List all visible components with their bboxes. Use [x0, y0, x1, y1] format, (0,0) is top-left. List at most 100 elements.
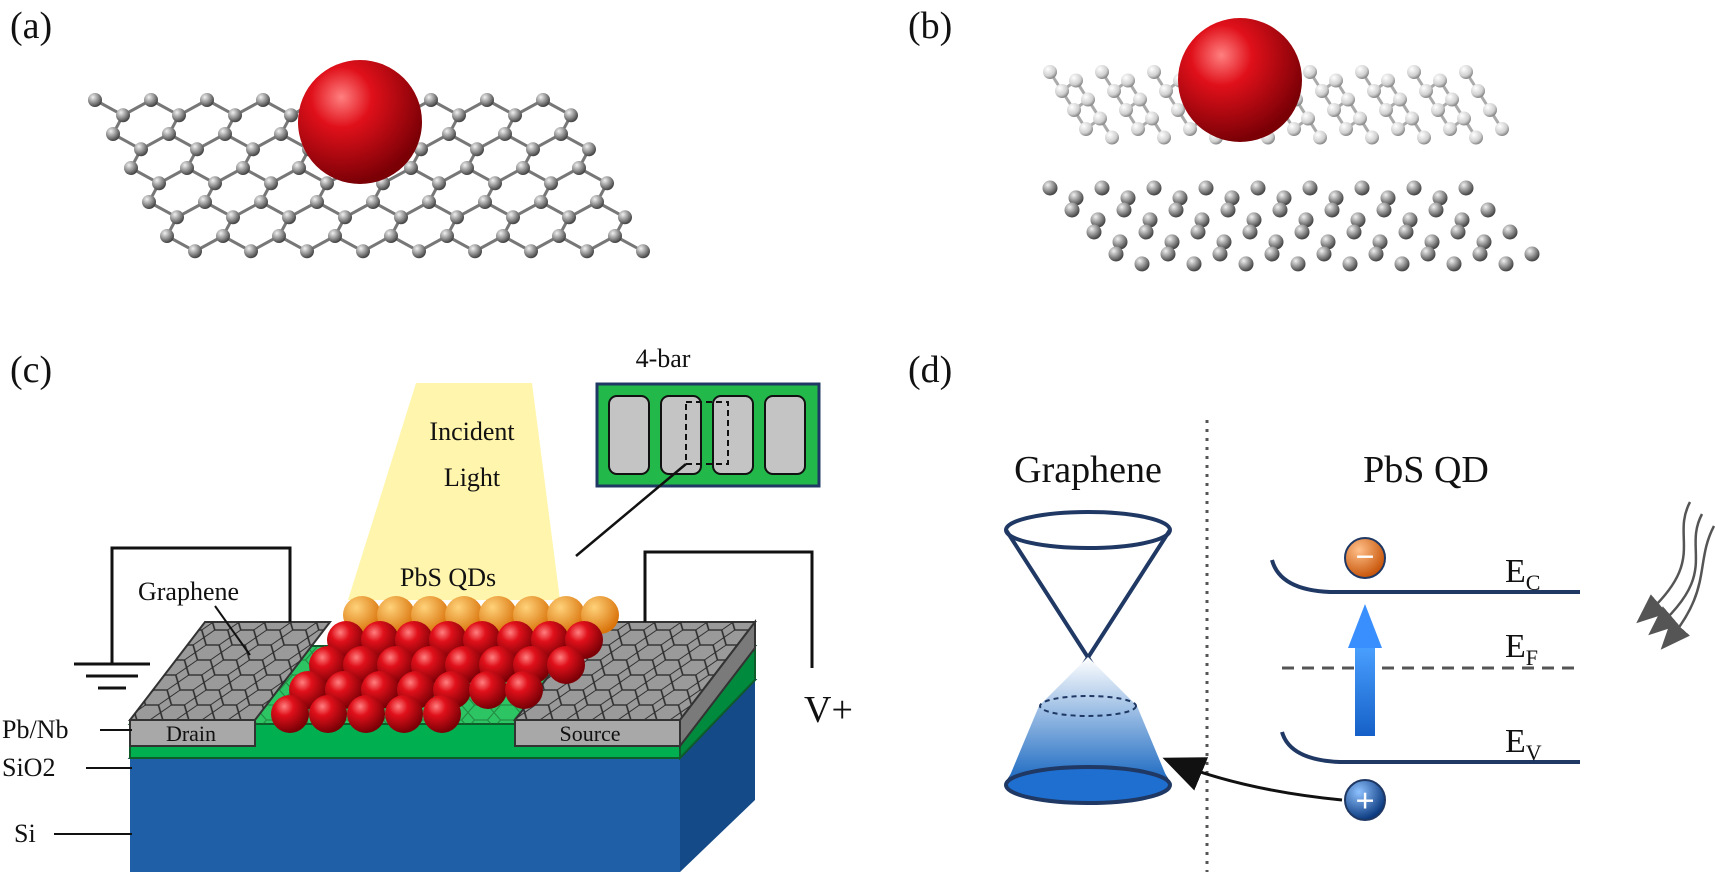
lower-cone-rim: [1004, 765, 1172, 805]
panel-label-b: (b): [908, 5, 952, 47]
carbon-atom: [608, 229, 622, 243]
carbon-atom: [1183, 122, 1197, 136]
graphene-title: Graphene: [1014, 449, 1162, 491]
quantum-dot-sphere-b: [1178, 18, 1302, 142]
inset-bar-1: [608, 395, 650, 475]
carbon-atom: [1120, 190, 1136, 206]
carbon-atom: [1095, 65, 1109, 79]
carbon-atom: [1524, 246, 1540, 262]
voltage-label: V+: [804, 689, 853, 731]
carbon-atom: [1327, 103, 1341, 117]
carbon-atom: [488, 176, 502, 191]
carbon-atom: [478, 195, 492, 209]
carbon-atom: [1353, 111, 1367, 126]
carbon-atom: [1108, 246, 1124, 262]
carbon-atom: [1302, 180, 1318, 196]
carbon-atom: [1112, 234, 1128, 250]
carbon-atom: [218, 127, 232, 141]
carbon-atom: [422, 195, 436, 209]
carbon-atom: [1339, 122, 1353, 136]
graphene-lattice-b-bottom: [1042, 180, 1540, 272]
carbon-atom: [1320, 234, 1336, 250]
fermi-level-ring: [1039, 695, 1137, 717]
carbon-atom: [200, 93, 214, 107]
carbon-atom: [1420, 246, 1436, 262]
carbon-atom: [1459, 65, 1473, 79]
source-label: Source: [559, 721, 620, 746]
carbon-atom: [1145, 111, 1159, 126]
drain-pad-front: [129, 719, 256, 747]
carbon-atom: [1432, 190, 1448, 206]
carbon-atom: [1067, 103, 1081, 117]
carbon-atom: [292, 161, 306, 175]
carbon-atom: [480, 93, 494, 107]
carbon-atom: [328, 229, 342, 243]
carbon-atom: [310, 195, 324, 209]
carbon-atom: [180, 161, 194, 175]
carbon-atom: [1147, 65, 1161, 79]
carbon-atom: [580, 244, 594, 259]
carbon-atom: [1081, 92, 1095, 107]
carbon-atom: [524, 244, 538, 259]
carbon-atom: [1090, 212, 1106, 228]
carbon-atom: [190, 142, 204, 157]
carbon-atom: [1398, 224, 1414, 240]
carbon-atom: [600, 176, 614, 191]
carbon-atom: [256, 93, 270, 107]
carbon-atom: [172, 108, 186, 123]
carbon-atom: [1287, 122, 1301, 136]
carbon-atom: [1472, 246, 1488, 262]
carbon-atom: [320, 176, 334, 191]
carbon-atom: [1376, 202, 1392, 218]
carbon-atom: [216, 229, 230, 243]
carbon-atom: [1159, 84, 1173, 98]
carbon-atom: [1316, 246, 1332, 262]
carbon-atom: [562, 210, 576, 225]
inset-bar-3: [712, 395, 754, 475]
ev-label: EV: [1505, 723, 1542, 765]
incident-light-beam: [348, 383, 560, 600]
carbon-atom: [1445, 92, 1459, 107]
carbon-atom: [1313, 130, 1327, 145]
panel-label-a: (a): [10, 5, 52, 47]
quantum-dot: [347, 695, 385, 733]
valence-band: [1280, 731, 1580, 764]
carbon-atom: [1105, 130, 1119, 145]
hole-icon: [1344, 779, 1386, 821]
qd-label: PbS QDs: [400, 563, 496, 592]
carbon-atom: [1055, 84, 1069, 98]
carbon-atom: [536, 93, 550, 107]
carbon-atom: [1483, 103, 1497, 117]
carbon-atom: [552, 229, 566, 243]
carbon-atom: [1407, 65, 1421, 79]
carbon-atom: [1355, 65, 1369, 79]
inset-title: 4-bar: [636, 344, 691, 373]
source-pad-side: [679, 619, 756, 749]
quantum-dot-sphere-a: [298, 60, 422, 184]
carbon-atom: [1186, 256, 1202, 272]
carbon-atom: [1133, 92, 1147, 107]
carbon-atom: [264, 176, 278, 191]
carbon-atom: [1476, 234, 1492, 250]
carbon-atom: [282, 210, 296, 225]
carbon-atom: [506, 210, 520, 225]
carbon-atom: [1064, 202, 1080, 218]
carbon-atom: [1380, 190, 1396, 206]
carbon-atom: [1342, 256, 1358, 272]
carbon-atom: [244, 244, 258, 259]
carbon-atom: [1157, 130, 1171, 145]
carbon-atom: [1379, 103, 1393, 117]
substrate-side: [680, 680, 755, 872]
carbon-atom: [1433, 73, 1447, 88]
carbon-atom: [534, 195, 548, 209]
quantum-dot: [385, 695, 423, 733]
layer-label-substrate: Si: [14, 819, 36, 848]
carbon-atom: [1365, 130, 1379, 145]
carbon-atom: [1224, 190, 1240, 206]
carbon-atom: [618, 210, 632, 225]
carbon-atom: [134, 142, 148, 157]
carbon-atom: [414, 142, 428, 157]
carbon-atom: [236, 161, 250, 175]
carbon-atom: [170, 210, 184, 225]
inset-dashed-zoom: [685, 401, 729, 465]
